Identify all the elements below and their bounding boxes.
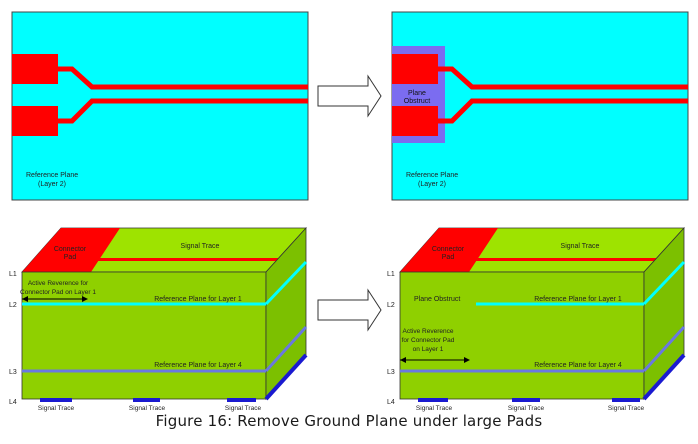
signal-trace-3d xyxy=(98,258,290,261)
layer-label-l1: L1 xyxy=(9,271,17,278)
signal-trace-upper xyxy=(438,66,688,90)
active-reference-label-line3: on Layer 1 xyxy=(413,346,444,353)
ref-layer4-label: Reference Plane for Layer 4 xyxy=(154,362,242,369)
ref-layer1-label: Reference Plane for Layer 1 xyxy=(154,296,242,303)
arrow-left-head-icon xyxy=(22,296,28,302)
bottom-right-panel: Connector Pad Signal Trace Plane Obstruc… xyxy=(387,226,686,412)
bottom-trace-label-3: Signal Trace xyxy=(608,405,645,412)
plane-obstruct-label: Plane Obstruct xyxy=(414,296,460,303)
arrow-right-icon xyxy=(317,74,382,118)
arrow-right-head-icon xyxy=(464,357,470,363)
connector-pad-label-line1: Connector xyxy=(432,246,465,253)
reference-plane-label-line2: (Layer 2) xyxy=(418,181,446,188)
connector-pad-3d xyxy=(400,228,498,272)
reference-plane-layer1-side xyxy=(264,260,308,306)
bottom-trace-label-1: Signal Trace xyxy=(38,405,75,412)
layer-label-l2: L2 xyxy=(387,302,395,309)
connector-pad-label-line1: Connector xyxy=(54,246,87,253)
active-reference-label-line2: Connector Pad on Layer 1 xyxy=(20,289,96,296)
bottom-side-trace xyxy=(642,353,686,401)
bottom-trace-label-2: Signal Trace xyxy=(508,405,545,412)
bottom-trace-label-1: Signal Trace xyxy=(416,405,453,412)
reference-plane-label-line1: Reference Plane xyxy=(406,172,458,179)
board-front-face xyxy=(21,271,267,400)
ref-layer1-label: Reference Plane for Layer 1 xyxy=(534,296,622,303)
layer-label-l3: L3 xyxy=(387,369,395,376)
layer-label-l1: L1 xyxy=(387,271,395,278)
reference-plane-layer2 xyxy=(11,11,309,201)
reference-plane-layer1-side xyxy=(642,260,686,306)
figure-caption: Figure 16: Remove Ground Plane under lar… xyxy=(155,412,543,430)
connector-pad-upper xyxy=(12,54,58,84)
plane-obstruct-label-line1: Plane xyxy=(408,90,426,97)
board-front-face xyxy=(399,271,645,400)
top-right-panel: Plane Obstruct Reference Plane (Layer 2) xyxy=(391,11,689,201)
top-left-panel: Reference Plane (Layer 2) xyxy=(11,11,309,201)
bottom-trace-label-3: Signal Trace xyxy=(225,405,262,412)
connector-pad-label-line2: Pad xyxy=(64,254,77,261)
plane-obstruct-label-line2: Obstruct xyxy=(404,98,431,105)
signal-trace-upper xyxy=(58,66,308,90)
bottom-side-trace xyxy=(264,353,308,401)
layer-label-l3: L3 xyxy=(9,369,17,376)
arrow-right-head-icon xyxy=(82,296,88,302)
reference-plane-layer4-side xyxy=(642,325,686,373)
active-reference-label-line1: Active Reverence for xyxy=(28,280,89,287)
signal-trace-top-label: Signal Trace xyxy=(181,243,220,250)
layer-label-l4: L4 xyxy=(387,399,395,406)
arrow-left-head-icon xyxy=(400,357,406,363)
connector-pad-label-line2: Pad xyxy=(442,254,455,261)
reference-plane-label-line2: (Layer 2) xyxy=(38,181,66,188)
connector-pad-3d xyxy=(22,228,120,272)
signal-trace-3d xyxy=(476,258,668,261)
connector-pad-lower xyxy=(12,106,58,136)
signal-trace-lower xyxy=(438,98,688,124)
signal-trace-lower xyxy=(58,98,308,124)
signal-trace-top-label: Signal Trace xyxy=(561,243,600,250)
reference-plane-layer4-side xyxy=(264,325,308,373)
reference-plane-label-line1: Reference Plane xyxy=(26,172,78,179)
arrow-right-icon xyxy=(317,288,382,332)
ref-layer4-label: Reference Plane for Layer 4 xyxy=(534,362,622,369)
connector-pad-lower xyxy=(392,106,438,136)
active-reference-label-line2: for Connector Pad xyxy=(402,337,455,344)
bottom-left-panel: Connector Pad Signal Trace Active Revere… xyxy=(9,226,308,412)
connector-pad-upper xyxy=(392,54,438,84)
active-reference-label-line1: Active Reverence xyxy=(403,328,454,335)
bottom-trace-label-2: Signal Trace xyxy=(129,405,166,412)
layer-label-l4: L4 xyxy=(9,399,17,406)
layer-label-l2: L2 xyxy=(9,302,17,309)
